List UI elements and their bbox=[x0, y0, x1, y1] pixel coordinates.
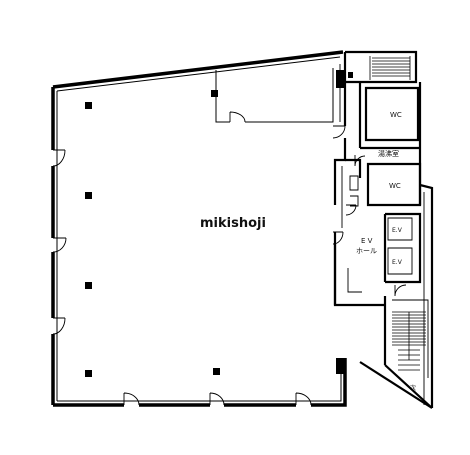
door-swing bbox=[345, 204, 357, 216]
column bbox=[85, 192, 92, 199]
elevator-1-label: E.V bbox=[392, 227, 403, 234]
door-swing bbox=[52, 237, 67, 253]
upper-staircase bbox=[369, 56, 411, 80]
ev-hall-label-line1: E V bbox=[361, 237, 373, 245]
elevator-2-label: E.V bbox=[392, 259, 403, 266]
utility-room-label: 湯沸室 bbox=[378, 149, 399, 158]
door-swing bbox=[229, 111, 246, 123]
column bbox=[336, 70, 345, 88]
door-swing bbox=[209, 392, 225, 406]
wc-lower-label: WC bbox=[389, 182, 401, 190]
door-swing bbox=[52, 149, 66, 167]
floor-marker bbox=[348, 72, 353, 78]
lower-staircase bbox=[392, 311, 426, 371]
office-outer-walls bbox=[51, 50, 347, 407]
column bbox=[85, 102, 92, 109]
core-partitions bbox=[339, 64, 429, 405]
door-swing bbox=[295, 392, 312, 406]
watermark-text: mikishoji bbox=[200, 216, 266, 231]
column bbox=[211, 90, 218, 97]
north-wall bbox=[52, 50, 344, 89]
column bbox=[213, 368, 220, 375]
door-swing bbox=[332, 125, 346, 139]
door-swing bbox=[52, 317, 66, 335]
door-swing bbox=[394, 284, 407, 297]
column bbox=[85, 370, 92, 377]
office-inner-walls bbox=[56, 56, 342, 402]
door-swing bbox=[123, 392, 140, 406]
column bbox=[336, 358, 345, 374]
corner-mark-label: 次 bbox=[410, 384, 416, 392]
ev-hall-label-line2: ホール bbox=[356, 247, 377, 255]
column bbox=[85, 282, 92, 289]
columns bbox=[85, 70, 345, 377]
wc-upper-label: WC bbox=[390, 111, 402, 119]
doors bbox=[52, 111, 407, 406]
